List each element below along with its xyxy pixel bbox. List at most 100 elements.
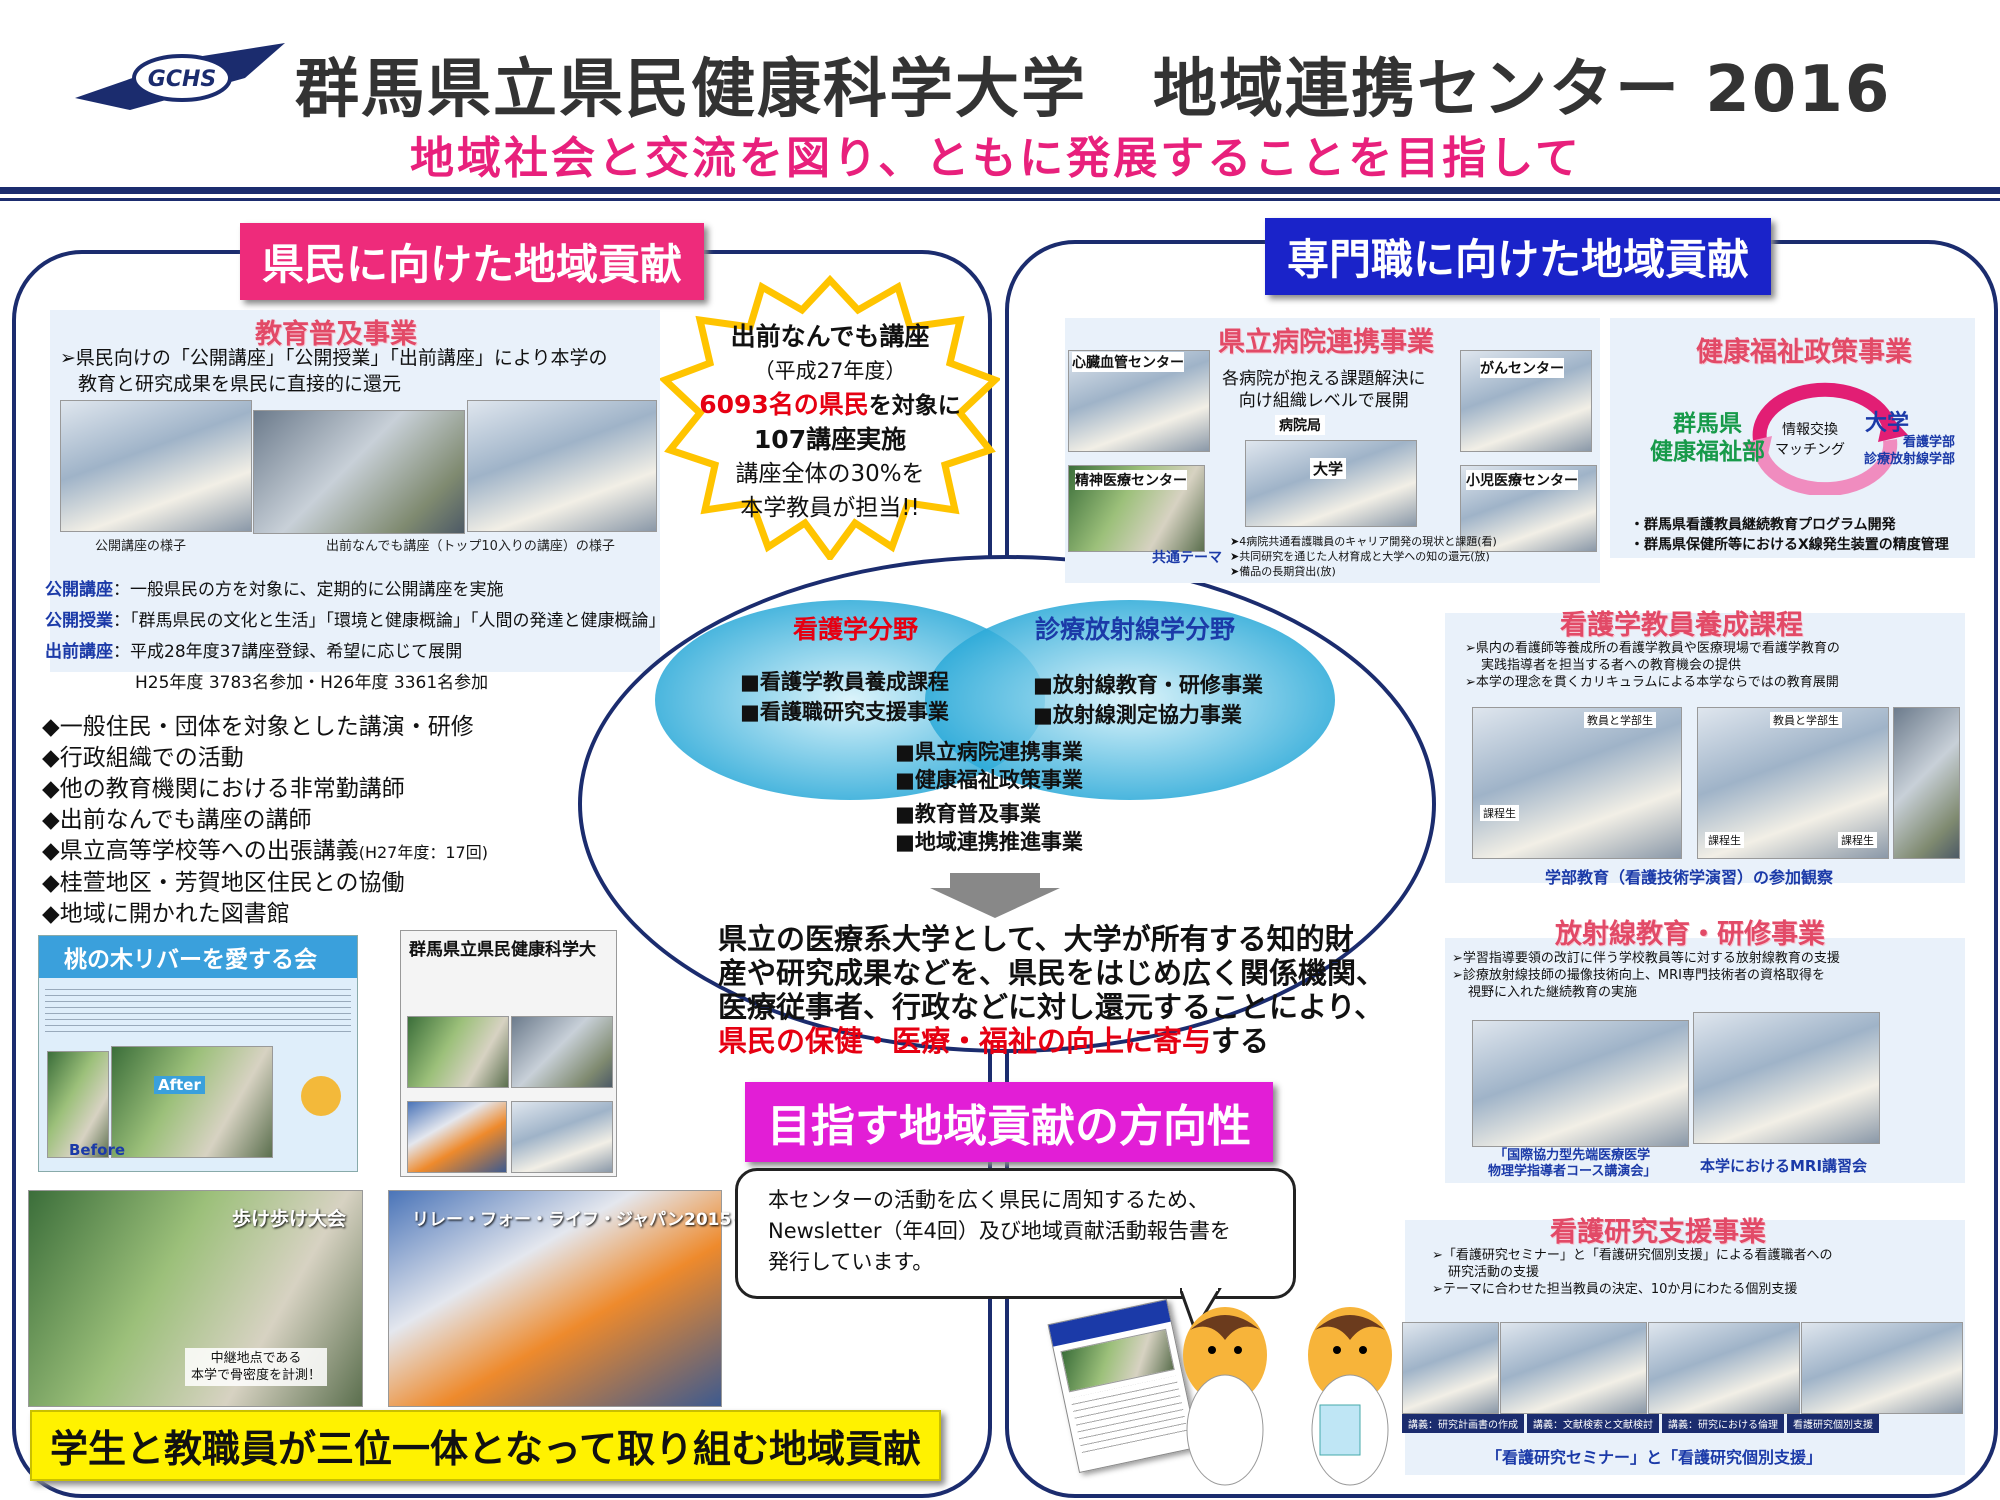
starburst-text: 出前なんでも講座 （平成27年度） 6093名の県民を対象に 107講座実施 講… bbox=[699, 322, 961, 521]
open-class-label: 公開授業 bbox=[45, 611, 113, 631]
relay-label: リレー・フォー・ライフ・ジャパン2015ぐんま bbox=[412, 1210, 783, 1230]
right-panel-tag: 専門職に向けた地域貢献 bbox=[1265, 218, 1772, 295]
university-label: 大学 bbox=[1310, 458, 1347, 479]
radiology-projects: ■放射線教育・研修事業■放射線測定協力事業 bbox=[1033, 673, 1263, 727]
welfare-section bbox=[1610, 318, 1975, 558]
seminar-photo-2 bbox=[1500, 1322, 1647, 1414]
river-club-poster: 桃の木リバーを愛する会 After Before bbox=[38, 935, 358, 1172]
welfare-univ-label: 大学 bbox=[1865, 411, 1910, 436]
seminar-photo-3 bbox=[1648, 1322, 1800, 1414]
before-label: Before bbox=[69, 1141, 126, 1159]
radiation-caption-1: 「国際協力型先端医療医学物理学指導者コース講演会」 bbox=[1488, 1148, 1657, 1179]
cancer-center-label: がんセンター bbox=[1480, 358, 1564, 378]
nursing-practice-photo-1 bbox=[1472, 707, 1682, 859]
activity-item: ◆地域に開かれた図書館 bbox=[42, 901, 290, 927]
river-club-title: 桃の木リバーを愛する会 bbox=[39, 936, 357, 978]
label-course-student: 課程生 bbox=[1480, 805, 1519, 821]
children-center-label: 小児医療センター bbox=[1466, 470, 1578, 490]
walk-event-label: 歩け歩け大会 bbox=[232, 1208, 347, 1230]
label-course-student: 課程生 bbox=[1838, 832, 1877, 848]
after-label: After bbox=[154, 1076, 205, 1094]
delivery-lecture-caption: 出前なんでも講座（トップ10入りの講座）の様子 bbox=[326, 539, 615, 554]
research-support-caption: 「看護研究セミナー」と「看護研究個別支援」 bbox=[1486, 1448, 1823, 1467]
teacher-training-desc: ➢県内の看護師等養成所の看護学教員や医療現場で看護学教育の 実践指導者を担当する… bbox=[1465, 641, 1840, 690]
univ-collage: 群馬県立県民健康科学大 bbox=[400, 930, 617, 1177]
welfare-program-list: ・群馬県看護教員継続教育プログラム開発・群馬県保健所等におけるX線発生装置の精度… bbox=[1630, 517, 1949, 553]
newsletter-speech-bubble: 本センターの活動を広く県民に周知するため、 Newsletter（年4回）及び地… bbox=[735, 1168, 1296, 1299]
activity-item: ◆出前なんでも講座の講師 bbox=[42, 807, 312, 833]
heart-center-label: 心臓血管センター bbox=[1072, 352, 1184, 372]
hospital-title: 県立病院連携事業 bbox=[1218, 327, 1434, 358]
radiology-field-label: 診療放射線学分野 bbox=[1035, 615, 1236, 644]
psych-center-label: 精神医療センター bbox=[1075, 470, 1187, 490]
river-after-photo bbox=[111, 1046, 273, 1158]
down-arrow-icon bbox=[930, 873, 1060, 918]
header-rule-thick bbox=[0, 187, 2000, 194]
teacher-training-caption: 学部教育（看護技術学演習）の参加観察 bbox=[1545, 868, 1834, 887]
activity-item: ◆他の教育機関における非常勤講師 bbox=[42, 776, 405, 802]
header-rule-thin bbox=[0, 198, 2000, 201]
gunma-mascot-icon bbox=[1183, 1307, 1392, 1486]
hospital-bureau-label: 病院局 bbox=[1275, 415, 1325, 435]
pref-dept-label: 群馬県健康福祉部 bbox=[1650, 411, 1765, 465]
delivery-lecture-photo bbox=[253, 410, 465, 534]
center-direction-tag: 目指す地域貢献の方向性 bbox=[745, 1082, 1273, 1162]
radiation-caption-2: 本学におけるMRI講習会 bbox=[1700, 1157, 1868, 1175]
university-photo bbox=[1245, 440, 1417, 527]
research-step: 看護研究個別支援 bbox=[1787, 1414, 1879, 1433]
nursing-field-label: 看護学分野 bbox=[793, 615, 919, 644]
mission-statement: 県立の医療系大学として、大学が所有する知的財 産や研究成果などを、県民をはじめ広… bbox=[718, 922, 1386, 1058]
logo-text: GCHS bbox=[148, 67, 216, 92]
univ-collage-title: 群馬県立県民健康科学大 bbox=[409, 940, 596, 960]
open-lecture-caption: 公開講座の様子 bbox=[95, 539, 187, 554]
activity-item: ◆行政組織での活動 bbox=[42, 745, 244, 771]
exchange-cycle-icon bbox=[1742, 382, 1908, 495]
delivery-lecture-label: 出前講座 bbox=[45, 642, 113, 662]
hospital-issue-text: 各病院が抱える課題解決に向け組織レベルで展開 bbox=[1222, 369, 1426, 411]
starburst-callout bbox=[660, 275, 1000, 560]
venn-diagram bbox=[655, 600, 1335, 800]
research-support-title: 看護研究支援事業 bbox=[1550, 1217, 1766, 1248]
label-course-student: 課程生 bbox=[1705, 832, 1744, 848]
gchs-logo: GCHS bbox=[75, 43, 285, 110]
research-steps: 講義：研究計画書の作成 講義：文献検索と文献検討 講義：研究における倫理 看護研… bbox=[1402, 1414, 1879, 1433]
label-teacher-student: 教員と学部生 bbox=[1770, 712, 1842, 728]
page-subtitle: 地域社会と交流を図り、ともに発展することを目指して bbox=[410, 133, 1582, 184]
activity-item: ◆一般住民・団体を対象とした講演・研修 bbox=[42, 714, 474, 740]
welfare-title: 健康福祉政策事業 bbox=[1696, 337, 1912, 368]
research-support-desc: ➢「看護研究セミナー」と「看護研究個別支援」による看護職者への 研究活動の支援 … bbox=[1432, 1248, 1833, 1297]
research-step: 講義：研究における倫理 bbox=[1662, 1414, 1784, 1433]
mascot-sticker bbox=[301, 1076, 341, 1116]
speech-tail bbox=[1180, 1288, 1222, 1333]
mri-photo bbox=[1693, 1012, 1880, 1144]
seminar-photo-4 bbox=[1801, 1322, 1963, 1414]
activity-list: ◆一般住民・団体を対象とした講演・研修 ◆行政組織での活動 ◆他の教育機関におけ… bbox=[42, 712, 488, 930]
radiation-desc: ➢学習指導要領の改訂に伴う学校教員等に対する放射線教育の支援 ➢診療放射線技師の… bbox=[1452, 951, 1840, 1000]
common-theme-label: 共通テーマ bbox=[1152, 550, 1222, 566]
left-footer-banner: 学生と教職員が三位一体となって取り組む地域貢献 bbox=[30, 1410, 941, 1481]
left-panel-tag: 県民に向けた地域貢献 bbox=[240, 223, 705, 300]
common-theme-list: ➤4病院共通看護職員のキャリア開発の現状と課題(看)➤共同研究を通じた人材育成と… bbox=[1230, 535, 1497, 578]
river-before-photo bbox=[47, 1051, 109, 1158]
info-exchange-label: 情報交換マッチング bbox=[1775, 422, 1845, 458]
open-lecture-label: 公開講座 bbox=[45, 580, 113, 600]
lecture-photo bbox=[1472, 1020, 1689, 1147]
edu-desc: ➢県民向けの「公開講座」「公開授業」「出前講座」により本学の 教育と研究成果を県… bbox=[60, 347, 608, 395]
research-step: 講義：文献検索と文献検討 bbox=[1527, 1414, 1659, 1433]
activity-item: ◆県立高等学校等への出張講義(H27年度：17回) bbox=[42, 838, 488, 864]
teacher-training-title: 看護学教員養成課程 bbox=[1560, 610, 1803, 641]
research-step: 講義：研究計画書の作成 bbox=[1402, 1414, 1524, 1433]
open-lecture-photo bbox=[60, 400, 252, 532]
relay-photo bbox=[388, 1190, 722, 1407]
welfare-dept-label: 看護学部診療放射線学部 bbox=[1863, 435, 1955, 467]
page-title: 群馬県立県民健康科学大学 地域連携センター 2016 bbox=[295, 53, 1892, 127]
nursing-projects: ■看護学教員養成課程■看護職研究支援事業 bbox=[740, 670, 949, 724]
radiation-title: 放射線教育・研修事業 bbox=[1555, 919, 1825, 950]
shared-projects: ■県立病院連携事業■健康福祉政策事業 ■教育普及事業■地域連携推進事業 bbox=[895, 740, 1083, 854]
seminar-photo-1 bbox=[1402, 1322, 1499, 1414]
edu-title: 教育普及事業 bbox=[255, 319, 417, 350]
label-teacher-student: 教員と学部生 bbox=[1584, 712, 1656, 728]
lecture-hall-photo bbox=[467, 400, 657, 532]
walk-note: 中継地点である本学で骨密度を計測！ bbox=[185, 1348, 328, 1386]
nursing-practice-photo-3 bbox=[1893, 707, 1960, 859]
